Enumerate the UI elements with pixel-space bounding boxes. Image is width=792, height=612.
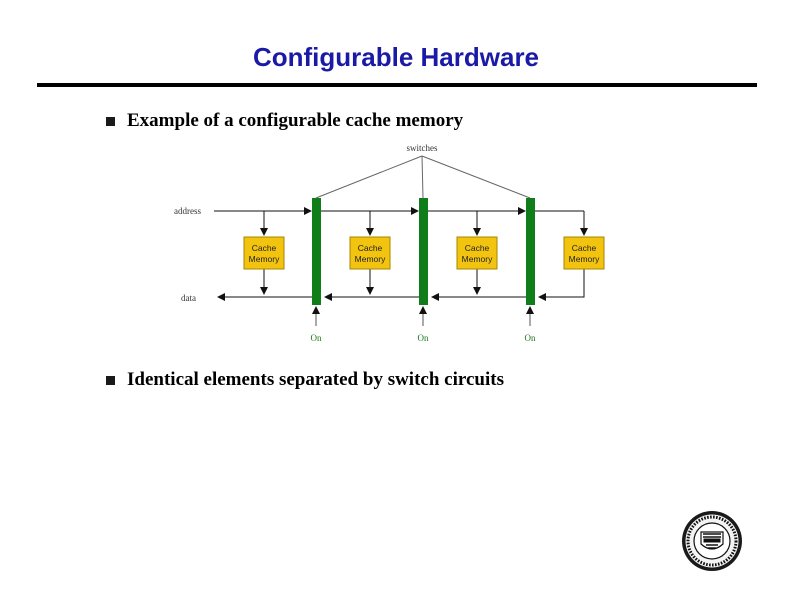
switch-bar (526, 198, 535, 305)
seal-lettering-ring (686, 515, 738, 567)
cache-label: Memory (355, 254, 386, 264)
university-seal-logo (682, 511, 742, 571)
data-label: data (181, 293, 196, 303)
switch-bar (419, 198, 428, 305)
address-label: address (174, 206, 201, 216)
cache-label: Cache (572, 243, 597, 253)
connector-line (315, 155, 423, 199)
bullet-item: Identical elements separated by switch c… (106, 369, 504, 391)
switch-state-label: On (418, 333, 429, 343)
connector-line (421, 155, 531, 199)
cache-label: Memory (249, 254, 280, 264)
cache-label: Memory (569, 254, 600, 264)
address-drops (260, 211, 588, 236)
cache-box (349, 236, 391, 270)
square-bullet-icon (106, 116, 115, 126)
cache-box (243, 236, 285, 270)
title-rule (37, 83, 757, 87)
square-bullet-icon (106, 375, 115, 385)
switch-connector-lines (315, 155, 531, 199)
cache-label: Cache (358, 243, 383, 253)
switch-state-label: On (525, 333, 536, 343)
cache-memory-block: Cache Memory (563, 236, 605, 270)
slide-title: Configurable Hardware (252, 42, 540, 72)
cache-box (563, 236, 605, 270)
drop-line (538, 269, 585, 301)
cache-label: Cache (465, 243, 490, 253)
cache-memory-block: Cache Memory (349, 236, 391, 270)
cache-memory-block: Cache Memory (243, 236, 285, 270)
switch-bar (312, 198, 321, 305)
cache-memory-block: Cache Memory (456, 236, 498, 270)
connector-line (421, 155, 424, 199)
cache-label: Memory (462, 254, 493, 264)
on-control-lines (312, 306, 534, 326)
cache-box (456, 236, 498, 270)
bullet-text: Example of a configurable cache memory (127, 110, 464, 131)
bullet-item: Example of a configurable cache memory (106, 110, 463, 132)
bullet-text: Identical elements separated by switch c… (127, 369, 504, 390)
seal-shield-detail (706, 544, 718, 549)
switch-state-label: On (311, 333, 322, 343)
data-drops (260, 269, 585, 301)
seal-shield-lines (703, 533, 721, 538)
switches-label: switches (407, 143, 438, 153)
cache-label: Cache (252, 243, 277, 253)
seal-banner (703, 538, 721, 543)
